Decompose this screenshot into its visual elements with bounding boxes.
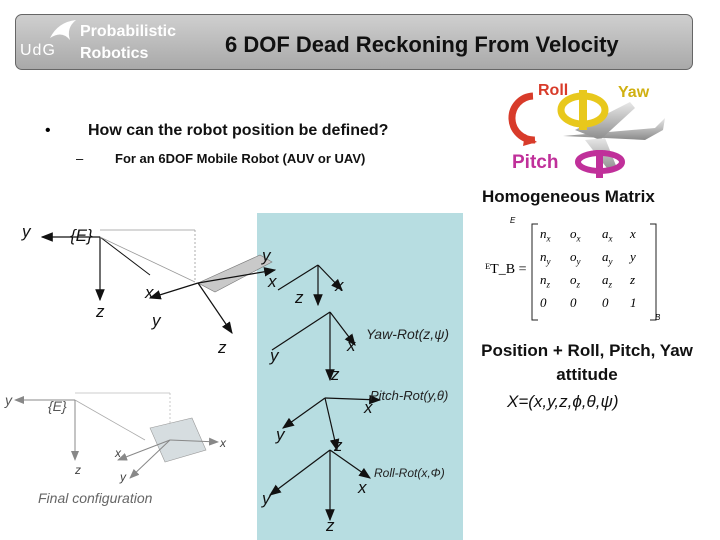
logo-mark-text: UdG: [20, 42, 56, 59]
matrix-cell: nx: [540, 226, 551, 244]
pitch-rotation-label: Pitch-Rot(y,θ): [370, 388, 449, 403]
roll-arrow-icon: [523, 134, 537, 146]
bullet-sub: For an 6DOF Mobile Robot (AUV or UAV): [115, 151, 366, 166]
axis-label-x: x: [364, 398, 373, 417]
position-attitude-text: Position + Roll, Pitch, Yaw attitude: [481, 341, 693, 384]
udg-logo-icon: [50, 20, 76, 40]
pitch-label: Pitch: [512, 152, 559, 173]
matrix-cell: ny: [540, 249, 551, 267]
axis-label-x: x: [220, 436, 226, 450]
axis-label-x: x: [268, 272, 277, 291]
vehicle-frame-top: [148, 254, 277, 334]
matrix-cell: 1: [630, 295, 637, 310]
matrix-corner-bottom: B: [655, 313, 661, 322]
matrix-subscript: x: [546, 233, 551, 244]
axis-label-x: x: [347, 336, 356, 355]
roll-label: Roll: [538, 82, 569, 99]
axis-label-y: y: [276, 425, 285, 444]
matrix-cell: 0: [602, 295, 609, 310]
pitch-rotation-axes: [271, 311, 356, 382]
axis-label-z: z: [218, 338, 227, 357]
axis-label-y: y: [120, 470, 126, 484]
axis-label-x: x: [145, 283, 154, 302]
logo-line-2: Robotics: [80, 45, 149, 62]
axis-label-y: y: [152, 311, 161, 330]
matrix-lhs: ᴱT_B =: [485, 262, 527, 277]
roll-rotation-axes: [282, 394, 382, 452]
matrix-cell: az: [602, 272, 613, 290]
matrix-cell: 0: [570, 295, 577, 310]
matrix-cell: oz: [570, 272, 581, 290]
matrix-cell: nz: [540, 272, 551, 290]
matrix-cell: z: [630, 272, 636, 287]
matrix-subscript: x: [608, 233, 613, 244]
yaw-rotation-axes: [277, 264, 343, 307]
matrix-cell: oy: [570, 249, 581, 267]
header-bar: [15, 14, 693, 70]
rotation-sequence-panel: [257, 213, 463, 540]
axis-label-y: y: [262, 246, 271, 265]
axis-label-x: x: [358, 478, 367, 497]
bullet-marker: •: [45, 122, 51, 139]
matrix-subscript: z: [576, 279, 581, 290]
matrix-cell: x: [630, 226, 636, 241]
vehicle-frame-bottom: [117, 417, 219, 479]
axis-label-z: z: [334, 436, 343, 455]
matrix-cell: y: [630, 249, 636, 264]
axis-label-y: y: [22, 222, 31, 241]
aircraft-rpy-illustration: [508, 90, 665, 178]
matrix-cell: ax: [602, 226, 613, 244]
axis-label-z: z: [96, 302, 105, 321]
pitch-axis-icon: [596, 150, 603, 178]
axis-label-z: z: [295, 288, 304, 307]
final-configuration-label: Final configuration: [38, 490, 153, 506]
axis-label-y: y: [262, 489, 271, 508]
matrix-subscript: z: [608, 279, 613, 290]
axis-label-z: z: [331, 365, 340, 384]
matrix-subscript: y: [608, 256, 613, 267]
matrix-subscript: y: [576, 256, 581, 267]
bullet-main: How can the robot position be defined?: [88, 122, 389, 139]
axis-label-z: z: [75, 463, 81, 477]
logo-line-1: Probabilistic: [80, 23, 177, 40]
matrix-corner-top: E: [510, 216, 516, 225]
slide-title: 6 DOF Dead Reckoning From Velocity: [225, 32, 619, 57]
earth-frame-label: {E}: [48, 398, 67, 414]
yaw-rotation-label: Yaw-Rot(z,ψ): [366, 326, 450, 342]
earth-frame-top: [40, 229, 196, 302]
matrix-subscript: y: [546, 256, 551, 267]
aircraft-wing-icon: [575, 102, 635, 140]
matrix-subscript: z: [546, 279, 551, 290]
sub-bullet-marker: –: [76, 151, 84, 166]
axis-label-x: x: [335, 276, 344, 295]
axis-label-y: y: [5, 392, 12, 408]
matrix-brackets: [531, 223, 657, 321]
axis-label-x: x: [115, 446, 121, 460]
homogeneous-matrix-title: Homogeneous Matrix: [482, 187, 655, 206]
yaw-axis-icon: [579, 90, 587, 130]
matrix-cell: ox: [570, 226, 581, 244]
matrix-cell: ay: [602, 249, 613, 267]
matrix-cell: 0: [540, 295, 547, 310]
yaw-label: Yaw: [618, 84, 650, 101]
axis-label-z: z: [326, 516, 335, 535]
roll-rotation-label: Roll-Rot(x,Φ): [374, 466, 445, 480]
earth-frame-label: {E}: [70, 226, 93, 245]
matrix-subscript: x: [576, 233, 581, 244]
axis-label-y: y: [270, 346, 279, 365]
earth-frame-bottom: [14, 392, 171, 461]
final-rotation-axes: [269, 449, 371, 522]
state-vector: X=(x,y,z,ϕ,θ,ψ): [507, 392, 619, 411]
